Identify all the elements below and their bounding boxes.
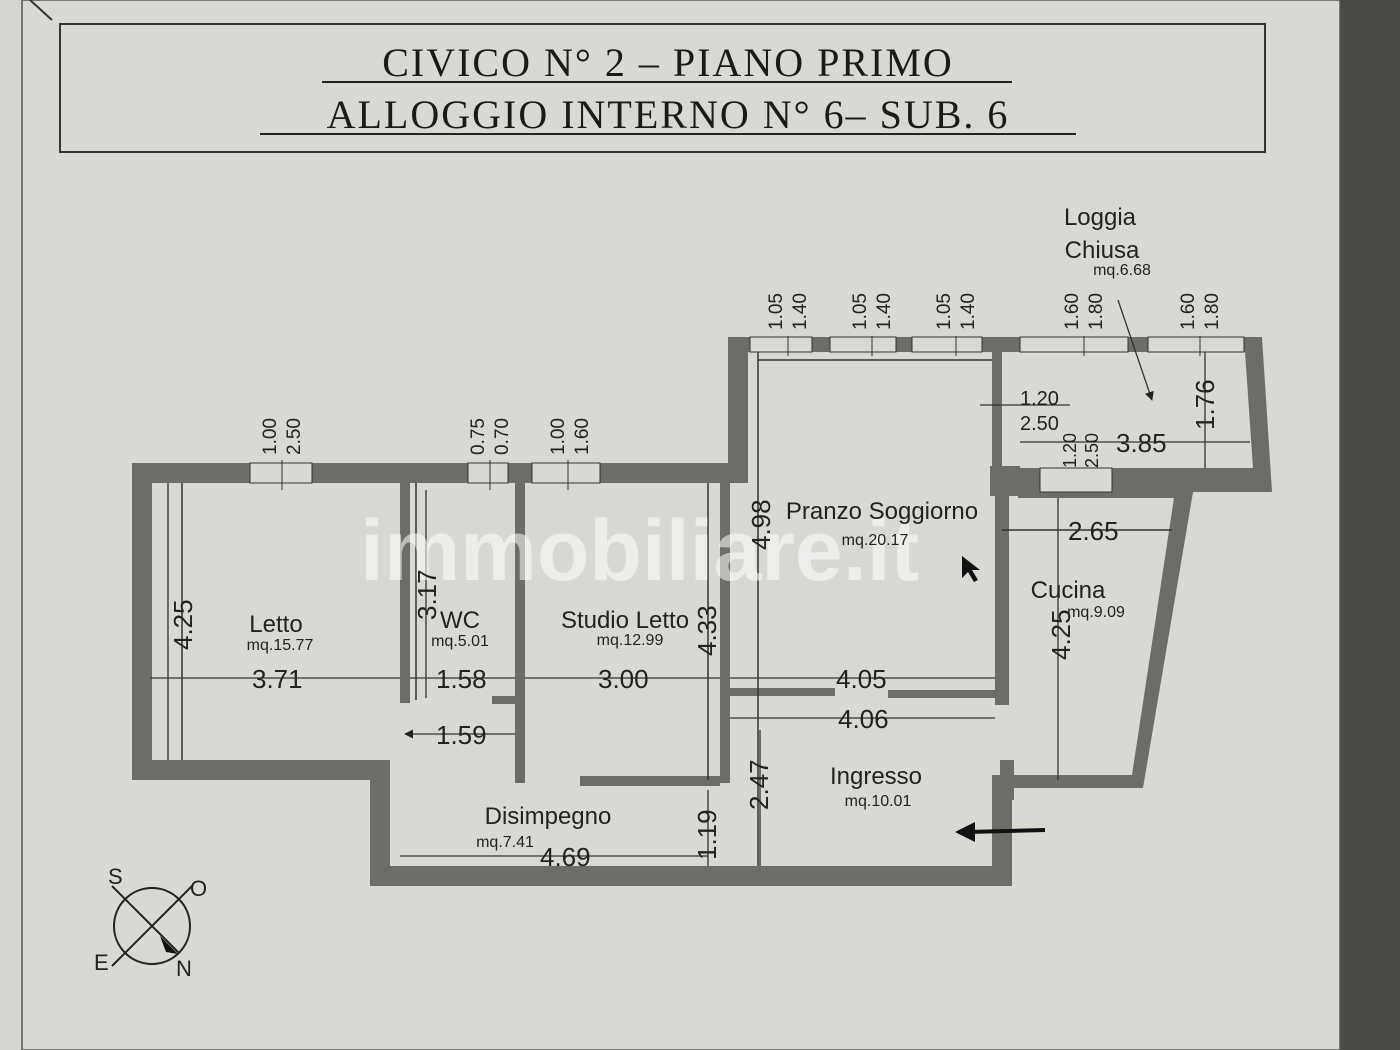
window-8-a: 1.60 xyxy=(1178,293,1199,330)
title-box: CIVICO N° 2 – PIANO PRIMO ALLOGGIO INTER… xyxy=(59,23,1266,153)
window-8-b: 1.80 xyxy=(1202,293,1223,330)
dimension-lines xyxy=(150,299,1250,866)
window-5-b: 1.40 xyxy=(874,293,895,330)
room-ingresso-area: mq.10.01 xyxy=(845,793,912,810)
compass-s: S xyxy=(108,864,123,889)
window-1-a: 1.00 xyxy=(260,418,281,455)
room-labels: Letto mq.15.77 WC mq.5.01 Studio Letto m… xyxy=(247,204,1151,851)
window-5-a: 1.05 xyxy=(850,293,871,330)
compass-icon: S O E N xyxy=(94,864,207,981)
dim-wc-height: 3.17 xyxy=(412,569,442,620)
room-cucina-name: Cucina xyxy=(1031,577,1106,604)
room-ingresso-name: Ingresso xyxy=(830,763,922,790)
dim-loggia-width: 3.85 xyxy=(1116,428,1167,458)
window-6-a: 1.05 xyxy=(934,293,955,330)
room-letto-name: Letto xyxy=(249,611,302,638)
room-studio-area: mq.12.99 xyxy=(597,632,664,649)
dim-door-loggia-a: 1.20 xyxy=(1060,433,1080,468)
dimension-labels: 3.71 1.58 3.00 4.05 4.06 1.59 4.69 3.85 … xyxy=(168,379,1220,872)
dim-pranzo-height: 4.98 xyxy=(746,499,776,550)
compass-o: O xyxy=(190,876,207,901)
room-loggia-name-1: Loggia xyxy=(1064,204,1137,231)
dim-disimpegno-height: 1.19 xyxy=(692,809,722,860)
corner-mark xyxy=(29,0,53,21)
room-loggia-name-2: Chiusa xyxy=(1065,237,1140,264)
watermark: immobiliare.it xyxy=(360,503,919,599)
window-1-b: 2.50 xyxy=(284,418,305,455)
inner-lines xyxy=(181,352,1172,866)
dim-letto-width: 3.71 xyxy=(252,664,303,694)
room-letto-area: mq.15.77 xyxy=(247,637,314,654)
room-pranzo-name: Pranzo Soggiorno xyxy=(786,498,978,525)
dim-ingresso-height: 2.47 xyxy=(744,759,774,810)
walls xyxy=(132,337,1272,886)
window-2-b: 0.70 xyxy=(492,418,513,455)
title-line-2: ALLOGGIO INTERNO N° 6– SUB. 6 xyxy=(327,92,1010,137)
window-ticks xyxy=(281,336,1201,490)
dim-door-kitchen-a: 1.20 xyxy=(1020,388,1059,410)
room-disimpegno-area: mq.7.41 xyxy=(476,834,534,851)
compass-n: N xyxy=(176,956,192,981)
room-pranzo-area: mq.20.17 xyxy=(842,532,909,549)
window-2-a: 0.75 xyxy=(468,418,489,455)
compass-e: E xyxy=(94,950,109,975)
dim-cucina-height: 4.25 xyxy=(1046,609,1076,660)
window-4-b: 1.40 xyxy=(790,293,811,330)
window-7-a: 1.60 xyxy=(1062,293,1083,330)
dim-ingresso-width: 4.06 xyxy=(838,704,889,734)
dim-studio-width: 3.00 xyxy=(598,664,649,694)
room-cucina-area: mq.9.09 xyxy=(1067,604,1125,621)
room-studio-name: Studio Letto xyxy=(561,607,689,634)
dim-wc-passage: 1.59 xyxy=(436,720,487,750)
dim-wc-width: 1.58 xyxy=(436,664,487,694)
dim-disimpegno-width: 4.69 xyxy=(540,842,591,872)
room-wc-name: WC xyxy=(440,607,480,634)
window-4-a: 1.05 xyxy=(766,293,787,330)
title-line-1: CIVICO N° 2 – PIANO PRIMO xyxy=(382,40,954,85)
dim-pranzo-width: 4.05 xyxy=(836,664,887,694)
room-disimpegno-name: Disimpegno xyxy=(485,803,612,830)
entrance-arrow-icon xyxy=(955,822,1046,842)
dim-cucina-width: 2.65 xyxy=(1068,516,1119,546)
room-loggia-area: mq.6.68 xyxy=(1093,262,1151,279)
window-7-b: 1.80 xyxy=(1086,293,1107,330)
dim-loggia-height: 1.76 xyxy=(1190,379,1220,430)
dim-studio-height: 4.33 xyxy=(692,605,722,656)
cursor-arrow-icon xyxy=(962,556,980,582)
window-openings xyxy=(249,336,1245,493)
window-3-a: 1.00 xyxy=(548,418,569,455)
window-6-b: 1.40 xyxy=(958,293,979,330)
room-wc-area: mq.5.01 xyxy=(431,633,489,650)
window-3-b: 1.60 xyxy=(572,418,593,455)
dim-door-kitchen-b: 2.50 xyxy=(1020,413,1059,435)
dim-door-loggia-b: 2.50 xyxy=(1082,433,1102,468)
dim-letto-height: 4.25 xyxy=(168,599,198,650)
